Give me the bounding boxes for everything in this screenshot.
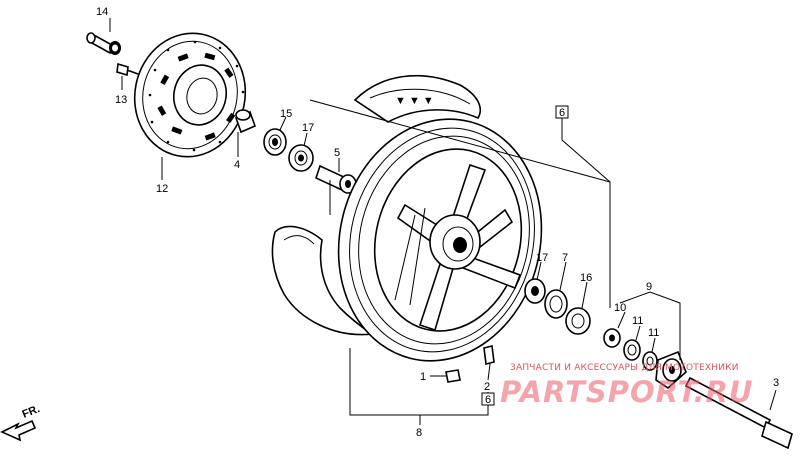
seal-part-15 [263,128,287,156]
callout-2: 2 [484,381,490,393]
callout-12: 12 [156,183,168,195]
tire: ▼ ▼ ▼ [271,74,482,336]
callout-15: 15 [280,108,292,120]
front-label: FR. [21,403,42,421]
washer-part-11-b [642,351,658,371]
callout-3: 3 [773,377,779,389]
watermark-caption: ЗАПЧАСТИ И АКСЕССУАРЫ ДЛЯ МОТОТЕХНИКИ [510,363,739,373]
svg-text:▼ ▼ ▼: ▼ ▼ ▼ [395,95,434,107]
collar-part-14 [86,32,121,55]
gear-part-10 [603,328,621,348]
callout-11-b: 11 [648,327,659,339]
wheel-rim [337,118,543,362]
callout-6b-box [481,392,495,406]
callout-6b: 6 [485,394,491,406]
seal-part-16 [565,307,591,335]
callout-6: 6 [559,107,565,119]
callouts: 14 13 12 4 15 17 5 6 17 7 16 9 10 11 11 … [96,6,779,439]
callout-17-left: 17 [302,122,314,134]
washer-part-11-a [623,339,641,361]
bolt-part-13 [116,62,139,77]
callout-13: 13 [115,94,127,106]
callout-11-a: 11 [632,315,643,327]
callout-6-box [555,105,569,119]
callout-10: 10 [614,302,626,314]
valve-part-2 [483,345,495,365]
callout-5: 5 [334,147,340,159]
callout-14: 14 [96,6,108,18]
spacer-part-4 [234,109,257,134]
watermark: ЗАПЧАСТИ И АКСЕССУАРЫ ДЛЯ МОТОТЕХНИКИ PA… [500,363,753,409]
speedometer-gearbox-part-9 [655,350,687,390]
callout-16: 16 [580,272,592,284]
callout-8: 8 [416,427,422,439]
callout-1: 1 [420,371,426,383]
callout-7: 7 [562,252,568,264]
axle-part-3 [684,376,793,450]
watermark-logo: PARTSPORT.RU [500,375,753,409]
distance-collar-part-5 [315,164,357,194]
callout-9: 9 [646,281,652,293]
brake-disc [133,32,247,158]
bearing-part-17-right [524,278,546,304]
callout-17-right: 17 [536,252,548,264]
bearing-part-17-left [288,144,314,172]
weight-part-1 [445,369,461,383]
front-direction-indicator: FR. [0,403,42,442]
leader-lines [109,18,777,425]
front-arrow-icon [0,419,37,442]
retainer-part-7 [544,289,568,319]
callout-4: 4 [234,159,240,171]
